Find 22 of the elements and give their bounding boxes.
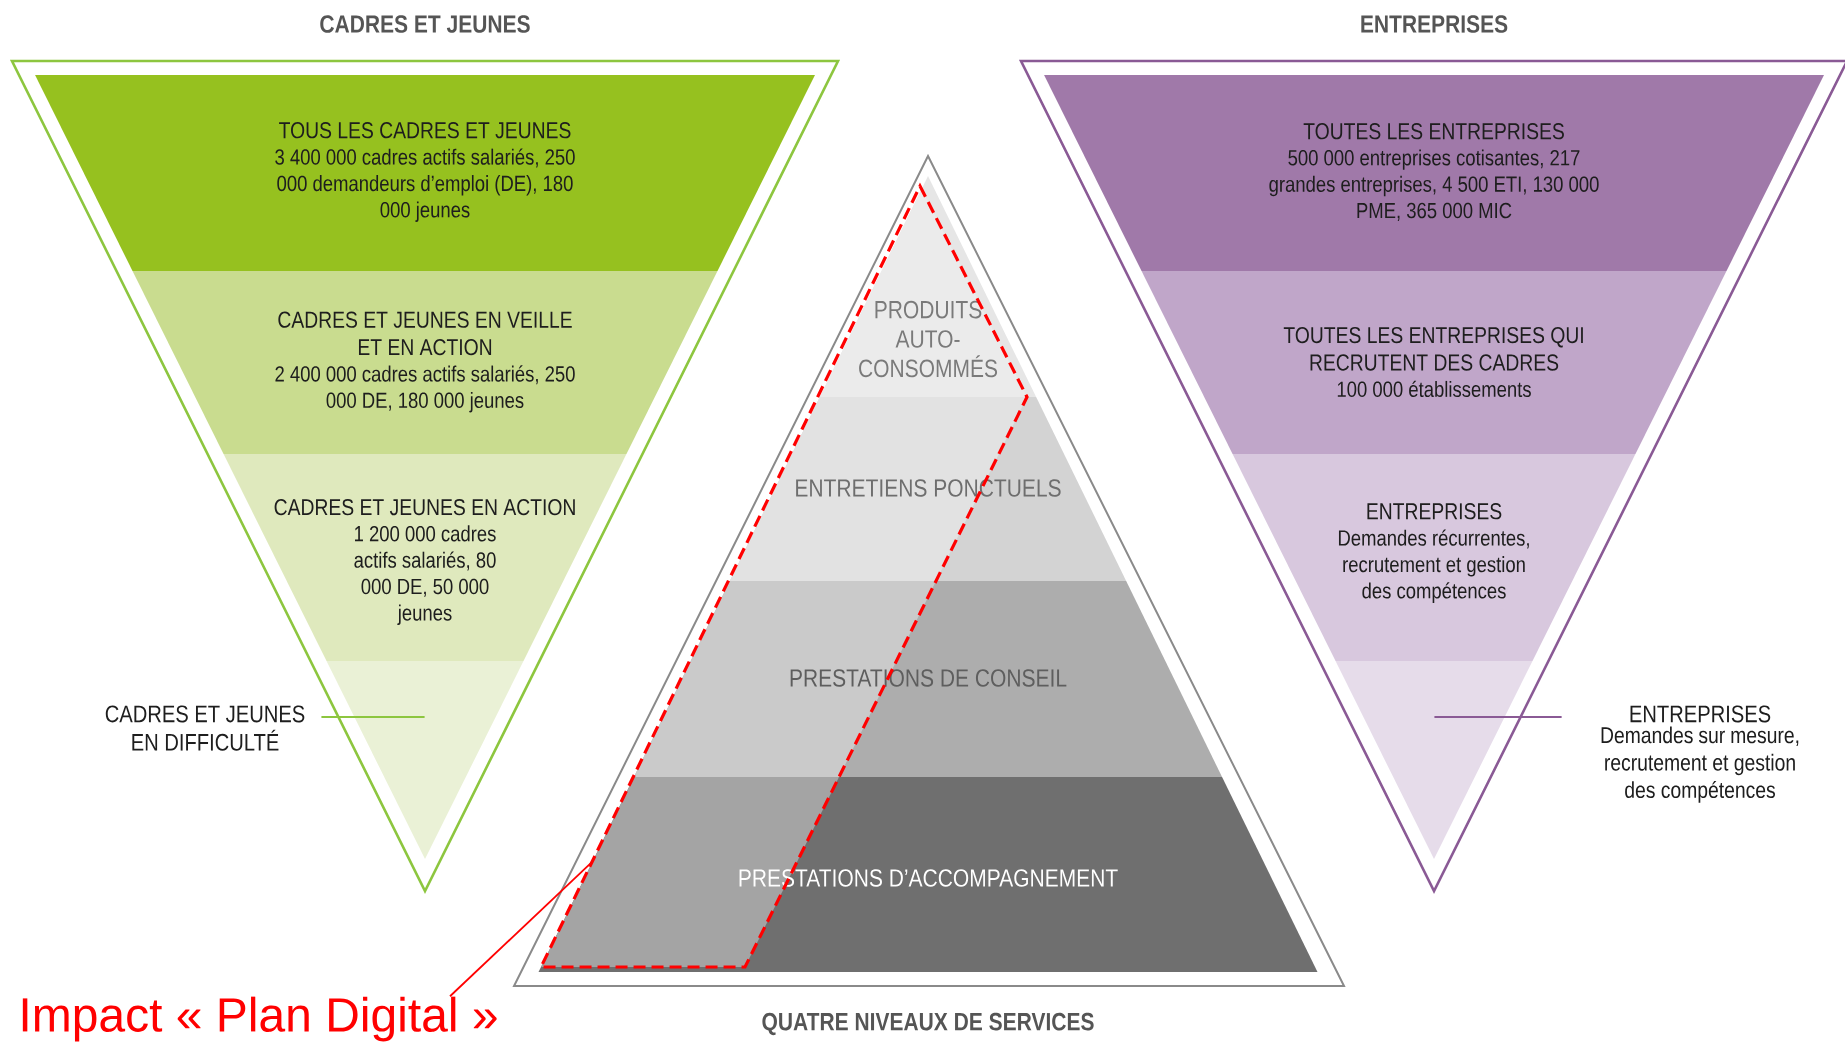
band (326, 661, 524, 859)
pyramid-band: PRESTATIONS D’ACCOMPAGNEMENT (538, 777, 1318, 972)
band: TOUTES LES ENTREPRISES QUI RECRUTENT DES CADRES 100 000 établissements (1141, 271, 1727, 454)
callout-text: ENTREPRISES Demandes sur mesure, recrutement et gestion des compétences (1601, 705, 1799, 803)
pyramid-band: PRESTATIONS DE CONSEIL (633, 581, 1223, 777)
band: TOUS LES CADRES ET JEUNES 3 400 000 cadres actifs salariés, 250 000 demandeurs d’emploi (DE), 180 000 jeunes (35, 75, 815, 271)
annotation-text: Impact « Plan Digital » (22, 996, 497, 1042)
leader-line (320, 716, 426, 718)
node-label: ENTREPRISES (1361, 15, 1508, 33)
pyramid-band: ENTRETIENS PONCTUELS (729, 397, 1127, 581)
pyramid-band: PRODUITS AUTO-CONSOMMÉS (819, 176, 1037, 397)
node-label: PRODUITS AUTO-CONSOMMÉS (859, 300, 998, 378)
leader-line (1433, 716, 1563, 718)
node-label: QUATRE NIVEAUX DE SERVICES (762, 1012, 1094, 1036)
band (1335, 661, 1533, 859)
band: CADRES ET JEUNES EN ACTION 1 200 000 cadres actifs salariés, 80 000 DE, 50 000 jeunes (223, 454, 627, 661)
band: CADRES ET JEUNES EN VEILLE ET EN ACTION 2 400 000 cadres actifs salariés, 250 000 DE, 180 000 jeunes (132, 271, 718, 454)
callout-text: CADRES ET JEUNES EN DIFFICULTÉ (105, 705, 305, 751)
leader-line (449, 861, 593, 998)
band: ENTREPRISES Demandes récurrentes, recrutement et gestion des compétences (1232, 454, 1636, 661)
band: TOUTES LES ENTREPRISES 500 000 entreprises cotisantes, 217 grandes entreprises, 4 500 ETI, 130 000 PME, 365 000 MIC (1044, 75, 1824, 271)
node-label: CADRES ET JEUNES (320, 15, 530, 33)
